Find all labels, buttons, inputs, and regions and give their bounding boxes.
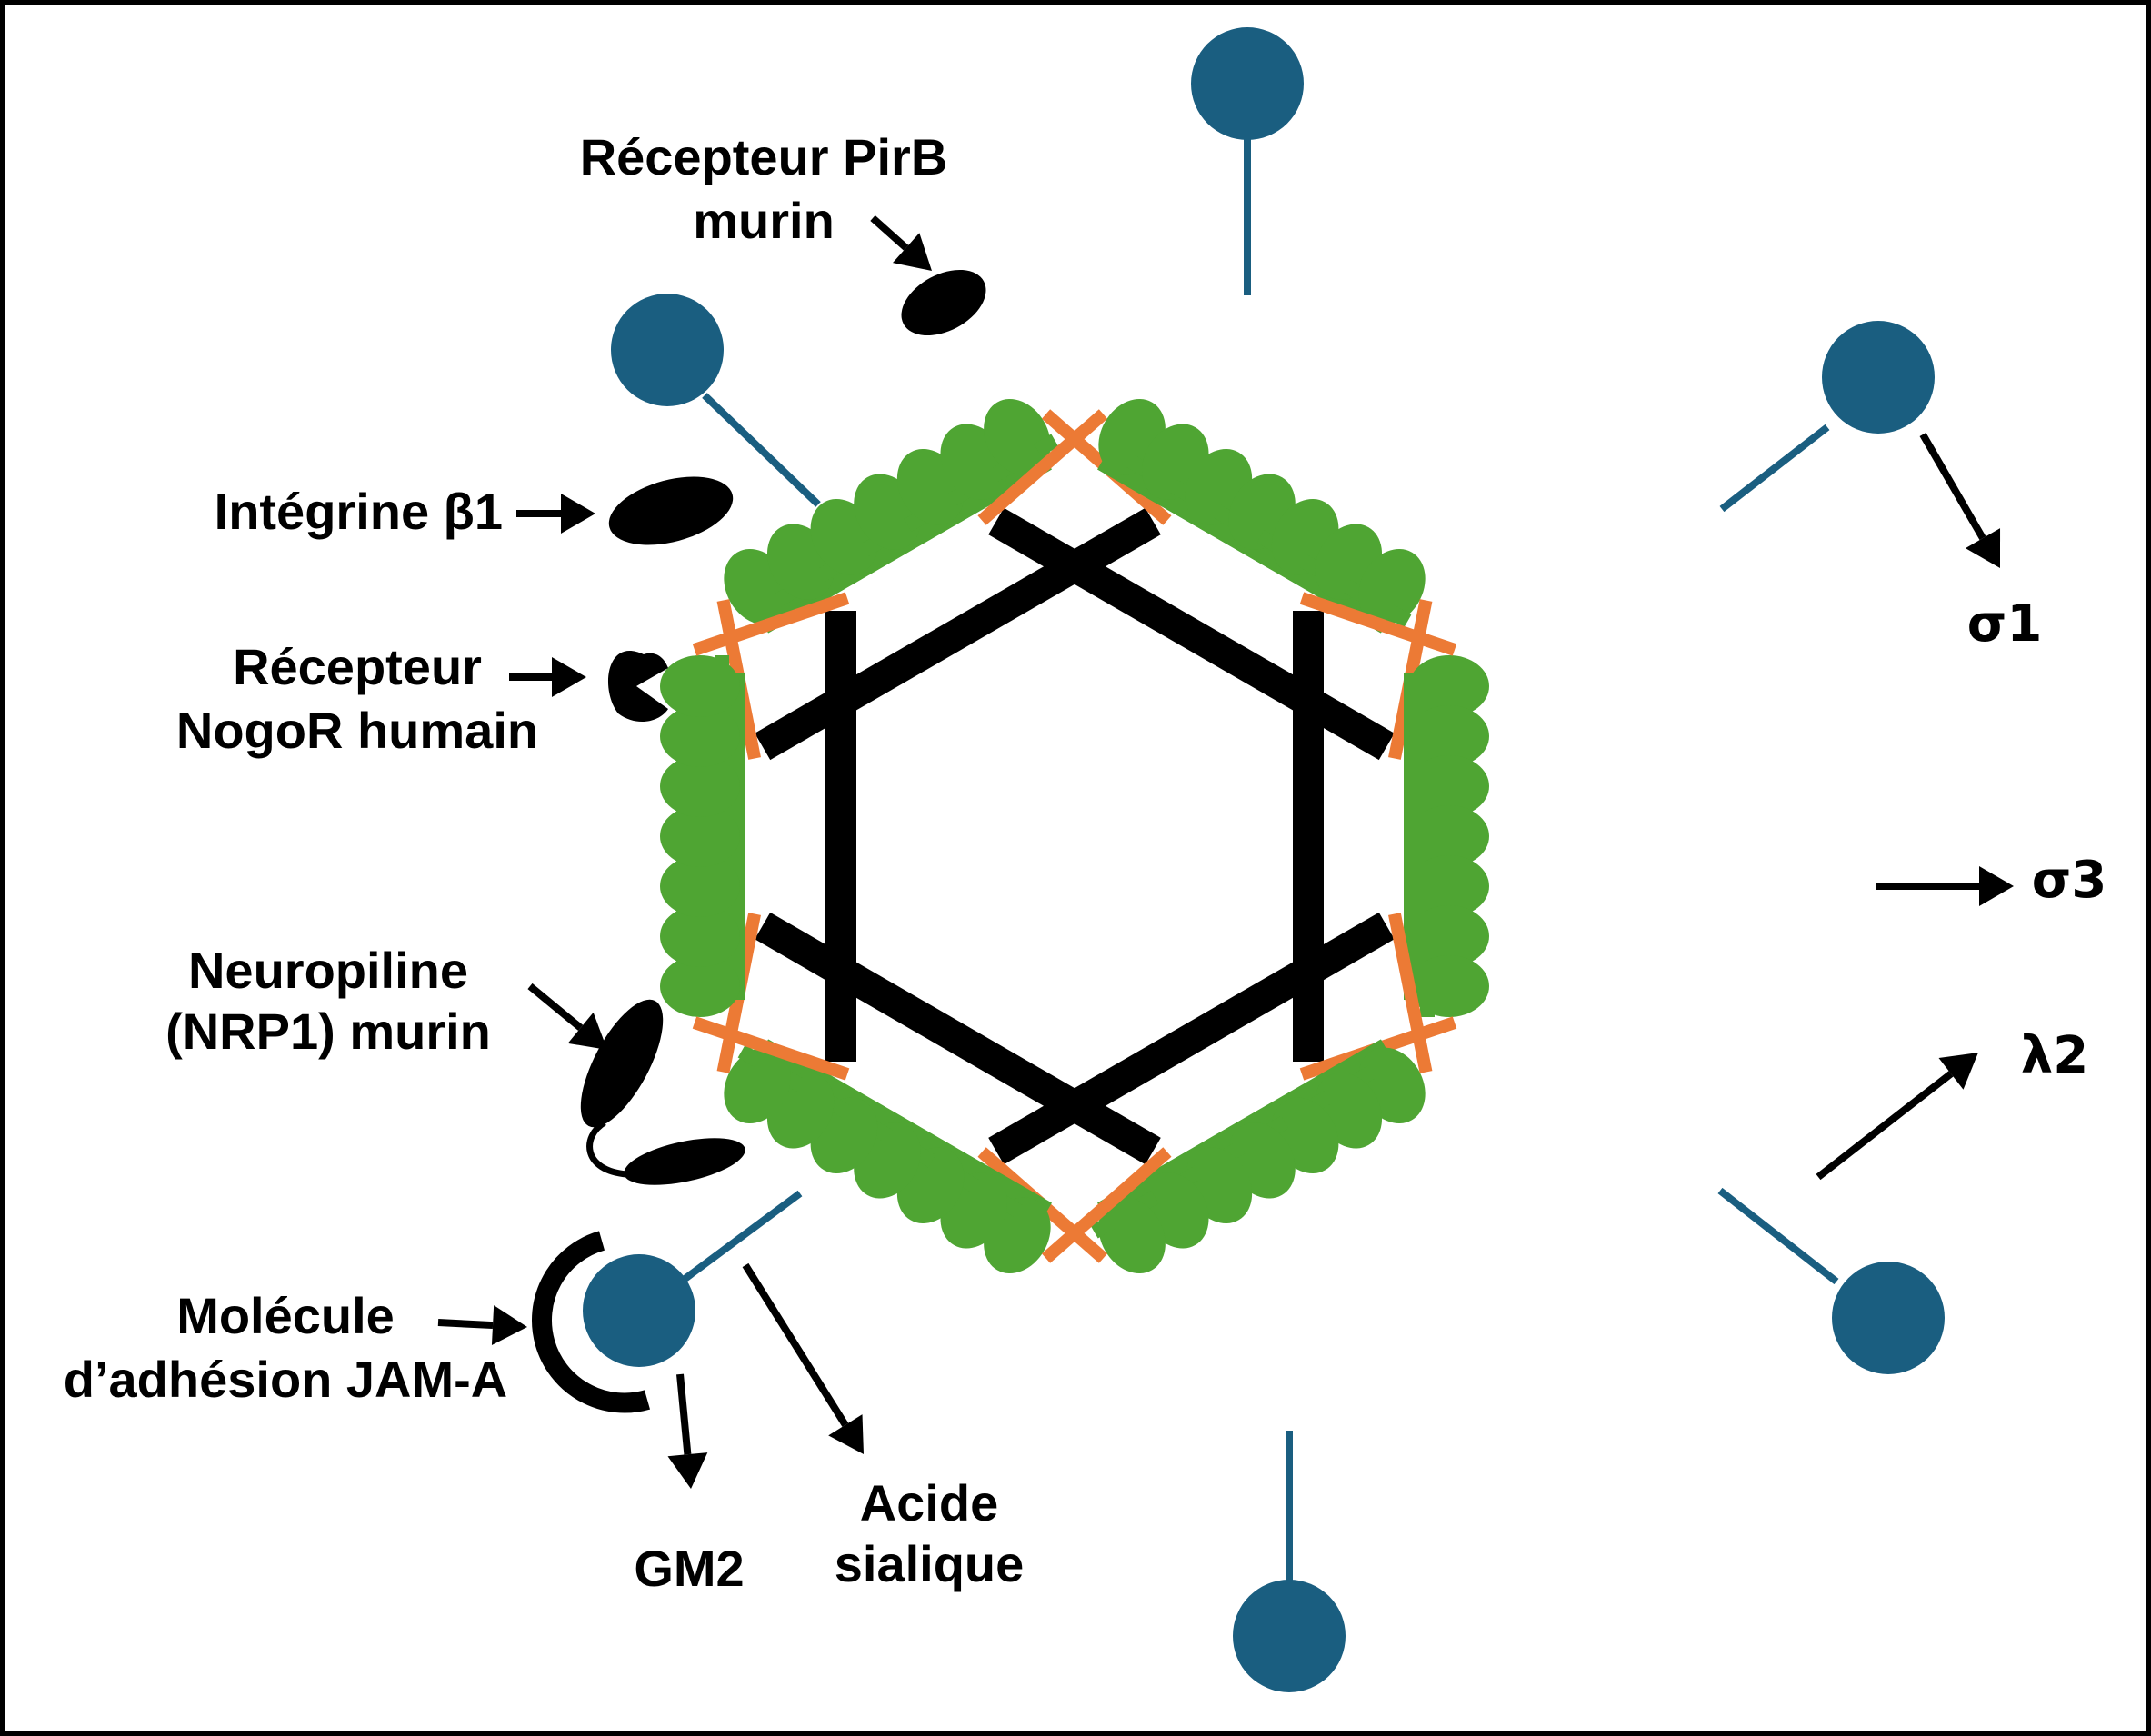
- label-lambda2: λ2: [2021, 1026, 2088, 1085]
- label-pirb-line1: Récepteur PirB: [580, 128, 948, 185]
- arrow-jama: [437, 1305, 527, 1346]
- arrow-head: [552, 657, 586, 697]
- arrow-sigma1: [1919, 432, 2001, 568]
- jama-adhesion-molecule: [532, 1231, 651, 1413]
- arrow-head: [1938, 1053, 1978, 1090]
- label-pirb-line2: murin: [693, 192, 835, 249]
- arrow-nogor: [509, 657, 586, 697]
- sigma1-fiber-top-right: [1719, 321, 1935, 513]
- sigma3-lobe-stem: [737, 1044, 763, 1068]
- sigma3-lobe: [1358, 548, 1426, 625]
- sigma3-lobe: [984, 398, 1051, 475]
- label-nogor-line2: NogoR humain: [176, 702, 538, 759]
- arrow-head: [1979, 866, 2014, 906]
- arrow-head: [892, 233, 932, 271]
- label-nrp1-line2: (NRP1) murin: [165, 1003, 491, 1060]
- arrow-shaft: [527, 983, 584, 1031]
- arrow-sialic: [742, 1262, 864, 1454]
- orange-connector: [977, 409, 1108, 525]
- label-sigma1: σ1: [1967, 594, 2043, 653]
- sigma3-lobe-stem: [1420, 997, 1435, 1017]
- label-nogor-line1: Récepteur: [233, 638, 482, 695]
- nrp1-receptor-ligand-b: [624, 1138, 745, 1185]
- arrow-pirb: [870, 215, 932, 271]
- arrow-head: [567, 1012, 607, 1050]
- arrow-head: [828, 1414, 864, 1454]
- face-left: [660, 592, 856, 1081]
- capsid-faces: [660, 398, 1489, 1274]
- inner-black-bar: [825, 611, 856, 1062]
- arrow-head: [561, 494, 595, 534]
- sigma3-lobe: [1098, 1197, 1166, 1274]
- label-gm2: GM2: [634, 1540, 744, 1597]
- arrow-shaft: [1919, 432, 1986, 541]
- arrow-nrp1: [527, 983, 607, 1050]
- label-sigma3: σ3: [2032, 851, 2107, 910]
- nrp1-linker: [586, 1120, 628, 1178]
- fiber-stem: [681, 1190, 803, 1283]
- sigma1-fiber-bottom: [1233, 1431, 1346, 1692]
- arrow-shaft: [870, 215, 909, 251]
- nrp1-receptor-ligand-a: [580, 999, 664, 1128]
- label-integrin: Intégrine β1: [215, 483, 503, 540]
- fiber-head: [1822, 321, 1935, 434]
- arrow-shaft: [437, 1319, 494, 1330]
- arrow-integrin: [516, 494, 595, 534]
- sigma1-fibers: [583, 27, 1945, 1692]
- fiber-stem: [1719, 424, 1830, 513]
- arrow-gm2: [667, 1373, 708, 1489]
- sigma3-lobe-stem: [1090, 1215, 1116, 1239]
- fiber-head: [1832, 1262, 1945, 1374]
- label-nrp1-line1: Neuropiline: [188, 942, 468, 999]
- label-arrows: [437, 215, 2014, 1489]
- fiber-head: [611, 294, 724, 406]
- arrow-head: [1965, 528, 2001, 568]
- label-jama-line2: d’adhésion JAM-A: [64, 1351, 507, 1408]
- sigma1-fiber-top: [1191, 27, 1304, 295]
- labels: Récepteur PirB murin Intégrine β1 Récept…: [64, 128, 2107, 1597]
- arrow-head: [667, 1452, 708, 1489]
- arrow-shaft: [742, 1262, 849, 1427]
- label-jama-line1: Molécule: [176, 1287, 395, 1344]
- arrow-sigma3: [1876, 866, 2014, 906]
- fiber-head: [1233, 1580, 1346, 1692]
- fiber-stem: [702, 393, 821, 507]
- orange-connector: [1041, 1147, 1172, 1263]
- arrow-shaft: [1816, 1071, 1954, 1181]
- sigma1-fiber-top-left: [611, 294, 821, 507]
- receptors: [532, 269, 986, 1413]
- arrow-shaft: [676, 1373, 692, 1455]
- fiber-head: [1191, 27, 1304, 140]
- label-sialic-line1: Acide: [860, 1474, 999, 1531]
- sigma1-fiber-bottom-right: [1717, 1187, 1945, 1374]
- sigma1-fiber-bottom-left: [583, 1190, 803, 1367]
- sigma3-lobe-stem: [715, 655, 729, 675]
- fiber-head: [583, 1254, 695, 1367]
- arrow-lambda2: [1816, 1053, 1978, 1181]
- label-sialic-line2: sialique: [835, 1535, 1025, 1592]
- integrin-beta1-ligand: [608, 476, 734, 545]
- sigma3-lobe: [724, 1047, 791, 1124]
- orange-connector: [1299, 592, 1457, 656]
- orange-connector: [692, 1016, 850, 1081]
- fiber-stem: [1717, 1187, 1839, 1285]
- arrow-head: [491, 1305, 527, 1346]
- sigma3-lobe-stem: [1034, 434, 1059, 457]
- orange-connector: [692, 592, 850, 656]
- face-right: [1293, 592, 1489, 1081]
- orange-connector: [1388, 913, 1433, 1073]
- sigma3-lobe-stem: [1386, 604, 1412, 628]
- pirb-receptor-ligand: [901, 269, 986, 336]
- nogor-receptor-ligand: [607, 650, 668, 723]
